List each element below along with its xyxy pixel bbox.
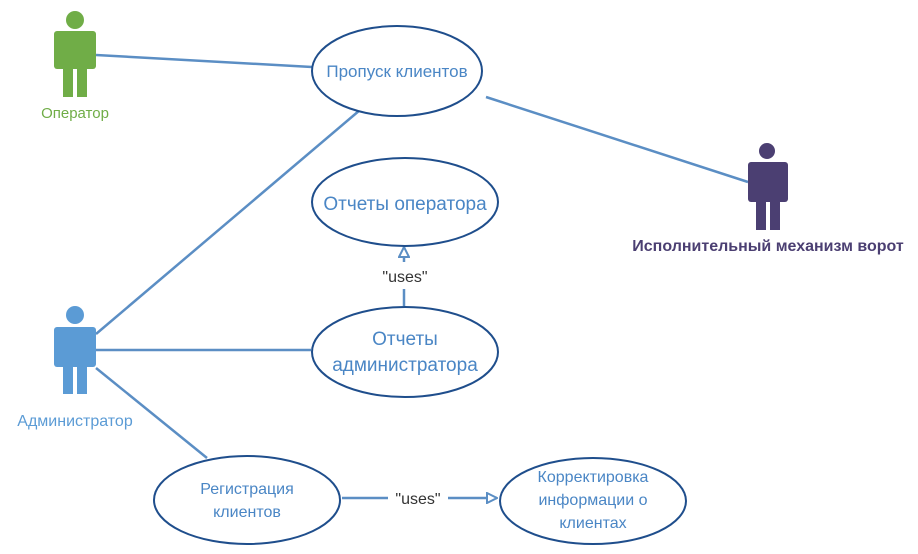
usecase-pass-ellipse[interactable] bbox=[311, 25, 483, 117]
admin-registration-line bbox=[95, 367, 208, 459]
uses-registration-label: "uses" bbox=[395, 491, 440, 508]
actor-gate[interactable]: Исполнительный механизм ворот bbox=[632, 143, 904, 255]
usecase-correction-label-line1: Корректировка bbox=[538, 469, 649, 486]
usecase-admin-reports-label-line2: администратора bbox=[332, 355, 478, 376]
usecase-operator-reports-ellipse[interactable] bbox=[311, 157, 499, 247]
usecase-admin-reports-label-line1: Отчеты bbox=[372, 329, 438, 350]
usecase-operator-reports-label: Отчеты оператора bbox=[323, 194, 487, 215]
actor-operator[interactable]: Оператор bbox=[41, 11, 109, 122]
admin-figure-icon bbox=[54, 306, 96, 394]
uses-reports-label: "uses" bbox=[382, 269, 427, 286]
uses-dependencies bbox=[342, 247, 497, 498]
usecase-correction-label-line3: клиентах bbox=[559, 515, 626, 532]
usecase-pass-label: Пропуск клиентов bbox=[326, 62, 467, 81]
usecase-registration-ellipse[interactable] bbox=[153, 455, 341, 545]
actor-operator-label: Оператор bbox=[41, 105, 109, 122]
operator-figure-icon bbox=[54, 11, 96, 97]
usecase-correction-ellipse[interactable] bbox=[499, 457, 687, 545]
admin-pass-line bbox=[95, 109, 361, 335]
gate-mechanism-figure-icon bbox=[748, 143, 788, 230]
usecase-correction[interactable]: Корректировка информации о клиентах bbox=[499, 457, 687, 545]
actor-admin[interactable]: Администратор bbox=[17, 306, 133, 430]
operator-pass-line bbox=[95, 53, 313, 69]
pass-gate-line bbox=[485, 95, 749, 184]
usecase-admin-reports-ellipse[interactable] bbox=[311, 306, 499, 398]
usecase-correction-label-line2: информации о bbox=[538, 492, 647, 509]
usecase-operator-reports[interactable]: Отчеты оператора bbox=[311, 157, 499, 247]
actor-gate-label: Исполнительный механизм ворот bbox=[632, 238, 904, 255]
usecase-pass[interactable]: Пропуск клиентов bbox=[311, 25, 483, 117]
usecase-registration-label-line2: клиентов bbox=[213, 504, 281, 521]
usecase-registration-label-line1: Регистрация bbox=[200, 481, 294, 498]
associations bbox=[95, 53, 749, 459]
usecase-registration[interactable]: Регистрация клиентов bbox=[153, 455, 341, 545]
actor-admin-label: Администратор bbox=[17, 413, 133, 430]
usecase-admin-reports[interactable]: Отчеты администратора bbox=[311, 306, 499, 398]
